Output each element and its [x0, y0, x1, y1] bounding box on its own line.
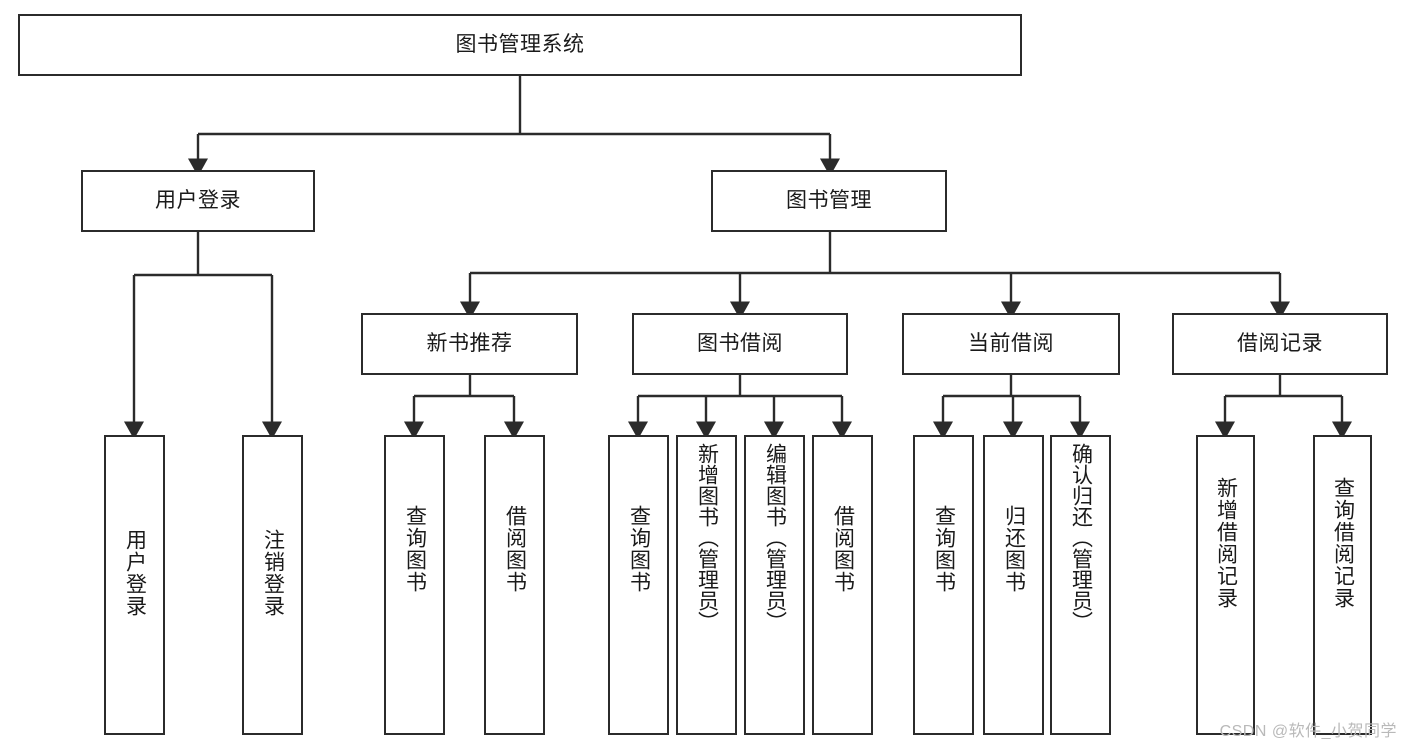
- node-leaf-confirm-return[interactable]: 确认归还（管理员）: [1050, 435, 1111, 735]
- node-label: 新增借阅记录: [1214, 477, 1238, 609]
- edge-group-book-borrow: [627, 375, 853, 440]
- node-label: 借阅记录: [1237, 331, 1323, 355]
- node-borrow-record[interactable]: 借阅记录: [1172, 313, 1388, 375]
- node-leaf-add-book[interactable]: 新增图书（管理员）: [676, 435, 737, 735]
- node-leaf-logout[interactable]: 注销登录: [242, 435, 303, 735]
- node-current-borrow[interactable]: 当前借阅: [902, 313, 1120, 375]
- node-label: 图书管理系统: [455, 32, 585, 56]
- edge-group-new-book-rec: [403, 375, 525, 440]
- node-leaf-user-login[interactable]: 用户登录: [104, 435, 165, 735]
- node-label: 注销登录: [261, 529, 285, 617]
- node-label: 查询图书: [627, 505, 651, 593]
- node-leaf-query-book-3[interactable]: 查询图书: [913, 435, 974, 735]
- node-leaf-return-book[interactable]: 归还图书: [983, 435, 1044, 735]
- node-leaf-query-book-1[interactable]: 查询图书: [384, 435, 445, 735]
- edge-group-book-manage: [459, 232, 1291, 320]
- node-root-system[interactable]: 图书管理系统: [18, 14, 1022, 76]
- node-label: 查询借阅记录: [1331, 477, 1355, 609]
- node-leaf-add-record[interactable]: 新增借阅记录: [1196, 435, 1255, 735]
- node-leaf-query-book-2[interactable]: 查询图书: [608, 435, 669, 735]
- node-leaf-borrow-book-2[interactable]: 借阅图书: [812, 435, 873, 735]
- node-new-book-recommend[interactable]: 新书推荐: [361, 313, 578, 375]
- node-label: 借阅图书: [831, 505, 855, 593]
- node-label: 用户登录: [123, 529, 147, 617]
- node-label: 图书借阅: [697, 331, 783, 355]
- watermark-text: CSDN @软件_小贺同学: [1219, 723, 1397, 740]
- node-label: 确认归还（管理员）: [1069, 443, 1093, 632]
- edge-group-root: [187, 76, 841, 177]
- node-label: 归还图书: [1002, 505, 1026, 593]
- edge-group-user-login: [123, 232, 283, 440]
- edge-group-current-borrow: [932, 375, 1091, 440]
- node-label: 编辑图书（管理员）: [763, 443, 787, 632]
- node-label: 新书推荐: [426, 331, 513, 355]
- node-leaf-query-record[interactable]: 查询借阅记录: [1313, 435, 1372, 735]
- node-user-login[interactable]: 用户登录: [81, 170, 315, 232]
- node-label: 新增图书（管理员）: [695, 443, 719, 632]
- node-book-borrow[interactable]: 图书借阅: [632, 313, 848, 375]
- node-label: 查询图书: [403, 505, 427, 593]
- node-label: 当前借阅: [968, 331, 1054, 355]
- node-leaf-edit-book[interactable]: 编辑图书（管理员）: [744, 435, 805, 735]
- node-label: 借阅图书: [503, 505, 527, 593]
- node-book-manage[interactable]: 图书管理: [711, 170, 947, 232]
- node-label: 图书管理: [786, 188, 872, 212]
- node-leaf-borrow-book-1[interactable]: 借阅图书: [484, 435, 545, 735]
- node-label: 查询图书: [932, 505, 956, 593]
- node-label: 用户登录: [155, 188, 241, 212]
- edge-group-borrow-record: [1214, 375, 1353, 440]
